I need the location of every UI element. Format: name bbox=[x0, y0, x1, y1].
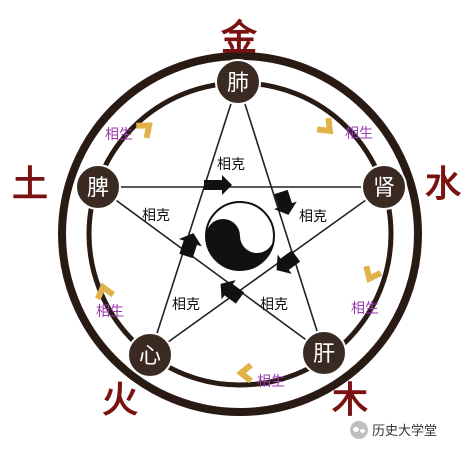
pentagram bbox=[97, 81, 385, 356]
organ-heart: 心 bbox=[139, 344, 161, 369]
sheng-arrow-icon bbox=[236, 362, 253, 384]
element-water: 水 bbox=[425, 163, 462, 205]
ke-arrows bbox=[178, 175, 301, 304]
outer-ring bbox=[58, 52, 422, 416]
sheng-label-liver-heart: 相生 bbox=[257, 374, 285, 390]
ke-arrow-icon bbox=[276, 250, 301, 274]
element-metal: 金 bbox=[220, 17, 258, 59]
watermark: 历史大学堂 bbox=[350, 420, 437, 439]
sheng-label-lung-kidney: 相生 bbox=[345, 126, 373, 142]
node-lung: 肺 bbox=[215, 59, 261, 105]
element-earth: 土 bbox=[12, 163, 48, 205]
yin-yang-icon bbox=[205, 201, 275, 271]
node-liver: 肝 bbox=[301, 330, 347, 376]
sheng-label-kidney-liver: 相生 bbox=[351, 301, 379, 317]
sheng-arrow-icon bbox=[136, 122, 153, 139]
ke-label-bottom-right: 相克 bbox=[260, 297, 288, 313]
sheng-arrow-icon bbox=[363, 265, 383, 283]
ke-arrow-icon bbox=[178, 233, 202, 259]
sheng-label-heart-spleen: 相生 bbox=[96, 304, 124, 320]
sheng-arrow-icon bbox=[95, 282, 116, 301]
element-labels: 金 水 木 火 土 bbox=[12, 17, 462, 421]
ke-arrow-icon bbox=[204, 175, 232, 195]
ke-label-left: 相克 bbox=[142, 208, 170, 224]
sheng-label-spleen-lung: 相生 bbox=[105, 127, 133, 143]
wechat-icon bbox=[350, 420, 368, 439]
organ-lung: 肺 bbox=[227, 71, 249, 96]
node-heart: 心 bbox=[127, 332, 173, 378]
node-spleen: 脾 bbox=[75, 164, 121, 210]
ke-labels: 相克 相克 相克 相克 相克 bbox=[142, 157, 327, 313]
ke-arrow-icon bbox=[220, 280, 245, 304]
ke-line-heart-lung bbox=[149, 81, 239, 356]
watermark-text: 历史大学堂 bbox=[372, 424, 438, 439]
ke-label-right: 相克 bbox=[299, 209, 327, 225]
element-wood: 木 bbox=[332, 379, 368, 421]
sheng-arrows bbox=[95, 117, 383, 384]
ke-line-kidney-heart bbox=[149, 186, 385, 356]
ke-line-liver-spleen bbox=[97, 186, 325, 354]
sheng-labels: 相生 相生 相生 相生 相生 bbox=[96, 126, 379, 390]
sheng-arrow-icon bbox=[316, 117, 334, 135]
organ-liver: 肝 bbox=[313, 342, 335, 367]
ke-label-bottom-left: 相克 bbox=[172, 297, 200, 313]
node-kidney: 肾 bbox=[361, 164, 407, 210]
ke-line-lung-liver bbox=[237, 81, 325, 354]
organ-kidney: 肾 bbox=[373, 176, 395, 201]
element-fire: 火 bbox=[102, 379, 138, 421]
ke-label-top: 相克 bbox=[217, 157, 245, 173]
organ-spleen: 脾 bbox=[87, 176, 109, 201]
ke-arrow-icon bbox=[273, 189, 297, 215]
organ-nodes: 肺 肾 肝 心 脾 bbox=[75, 59, 407, 378]
